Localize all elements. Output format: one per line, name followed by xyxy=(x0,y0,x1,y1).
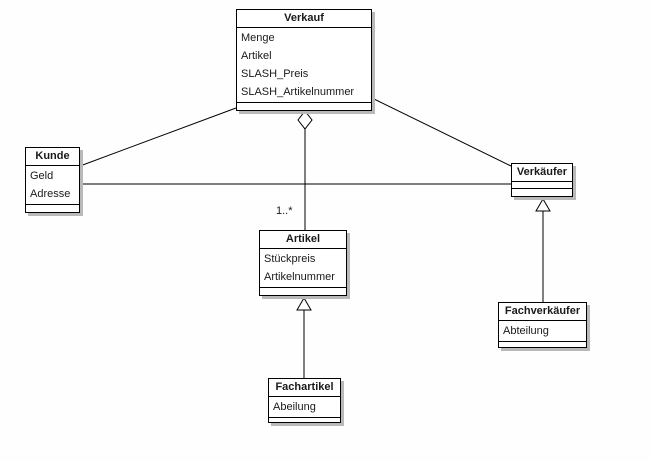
class-attribute: Stückpreis xyxy=(264,253,316,265)
association-kunde-verkauf-line[interactable] xyxy=(79,107,237,167)
class-attribute: Artikelnummer xyxy=(264,271,335,283)
association-verkauf-verkaeufer-line[interactable] xyxy=(371,97,512,167)
operations-compartment xyxy=(237,103,371,110)
class-artikel[interactable]: Artikel Stückpreis Artikelnummer xyxy=(259,230,347,296)
class-attribute: Geld xyxy=(30,170,54,182)
operations-compartment xyxy=(499,342,586,347)
operations-compartment xyxy=(269,418,340,422)
class-fachartikel[interactable]: Fachartikel Abeilung xyxy=(268,378,341,423)
class-attribute: Artikel xyxy=(241,50,272,62)
class-title: Verkäufer xyxy=(512,164,572,182)
generalization-arrow-icon xyxy=(535,198,551,212)
attributes-compartment xyxy=(512,182,572,189)
class-title: Fachartikel xyxy=(269,379,340,397)
class-verkauf[interactable]: Verkauf Menge Artikel SLASH_Preis SLASH_… xyxy=(236,9,372,111)
class-title: Fachverkäufer xyxy=(499,303,586,321)
class-title: Artikel xyxy=(260,231,346,249)
class-attribute: SLASH_Preis xyxy=(241,68,309,80)
generalization-arrow-icon xyxy=(296,297,312,311)
operations-compartment xyxy=(260,288,346,295)
class-fachverkaeufer[interactable]: Fachverkäufer Abteilung xyxy=(498,302,587,348)
class-attribute: Menge xyxy=(241,32,275,44)
multiplicity-label: 1..* xyxy=(276,205,293,217)
class-title: Verkauf xyxy=(237,10,371,28)
operations-compartment xyxy=(512,189,572,196)
class-attribute: SLASH_Artikelnummer xyxy=(241,86,355,98)
class-attribute: Abteilung xyxy=(503,325,549,337)
class-attribute: Adresse xyxy=(30,188,71,200)
class-verkaeufer[interactable]: Verkäufer xyxy=(511,163,573,197)
class-attribute: Abeilung xyxy=(273,401,316,413)
operations-compartment xyxy=(26,205,79,212)
class-title: Kunde xyxy=(26,148,79,166)
aggregation-diamond-icon xyxy=(297,110,313,130)
class-kunde[interactable]: Kunde Geld Adresse xyxy=(25,147,80,213)
